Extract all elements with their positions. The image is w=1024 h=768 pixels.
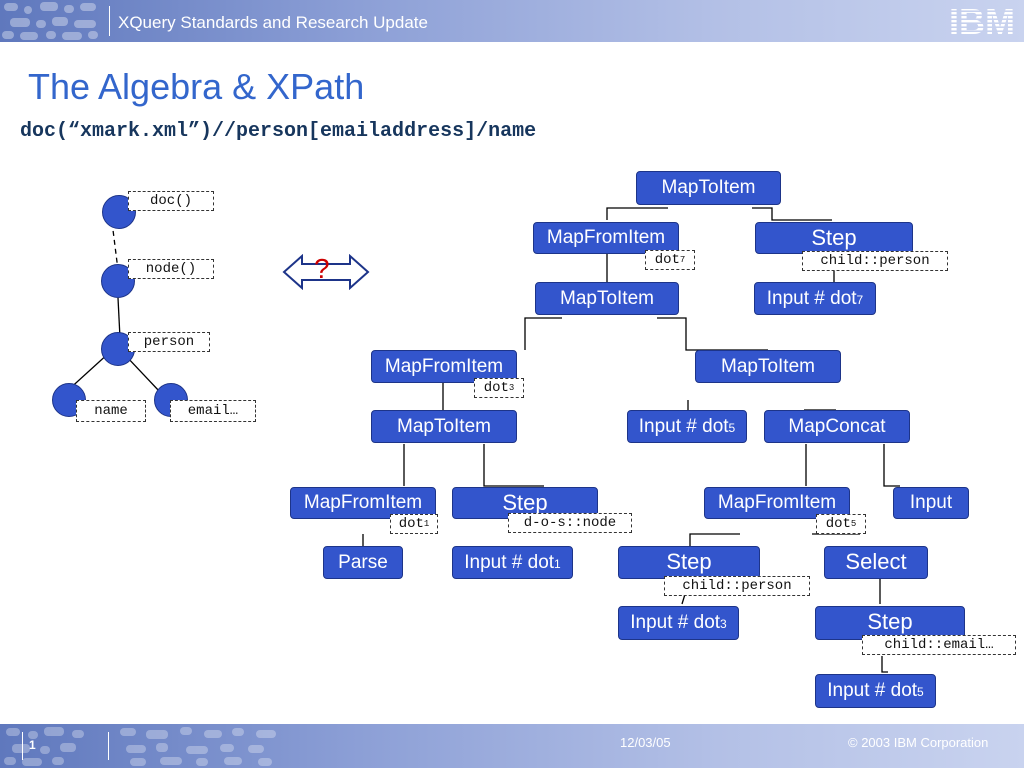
node-mapfromitem-2: MapFromItem: [371, 350, 517, 383]
header-bar: XQuery Standards and Research Update IBM: [0, 0, 1024, 42]
edge-step4-input5: [881, 656, 888, 673]
node-select: Select: [824, 546, 928, 579]
footer-divider-right: [108, 732, 109, 760]
edge-person-email: [125, 355, 161, 393]
node-maptoitem-2: MapToItem: [535, 282, 679, 315]
tag-person: person: [128, 332, 210, 352]
edge-mti2-right: [657, 317, 768, 351]
node-mapfromitem-1: MapFromItem: [533, 222, 679, 254]
node-parse: Parse: [323, 546, 403, 579]
node-step-4: Step: [815, 606, 965, 640]
tag-child-person-1: child::person: [802, 251, 948, 271]
footer-dot-pattern: [4, 727, 276, 766]
edge-mapconcat-right: [883, 444, 900, 487]
header-title: XQuery Standards and Research Update: [118, 13, 428, 32]
tag-child-person-2: child::person: [664, 576, 810, 596]
ibm-logo: IBM: [948, 1, 1016, 42]
edge-top-left: [606, 207, 668, 220]
header-dot-pattern: [2, 2, 98, 40]
edge-mti2-left: [524, 317, 562, 350]
node-mapfromitem-3: MapFromItem: [290, 487, 436, 519]
tag-email: email…: [170, 400, 256, 422]
tag-dos-node: d-o-s::node: [508, 513, 632, 533]
node-mapfromitem-4: MapFromItem: [704, 487, 850, 519]
footer-divider-left: [22, 732, 23, 760]
node-input: Input: [893, 487, 969, 519]
double-arrow-icon: [282, 254, 370, 290]
node-mapconcat: MapConcat: [764, 410, 910, 443]
footer-copyright: © 2003 IBM Corporation: [848, 735, 989, 750]
footer-date: 12/03/05: [620, 735, 671, 750]
question-mark: ?: [314, 253, 330, 284]
tag-name: name: [76, 400, 146, 422]
node-maptoitem-3: MapToItem: [371, 410, 517, 443]
node-maptoitem-4: MapToItem: [695, 350, 841, 383]
edge-mti3-right: [483, 444, 544, 487]
tag-child-email: child::email…: [862, 635, 1016, 655]
edge-top-right: [752, 207, 832, 221]
footer-bar: 1 12/03/05 © 2003 IBM Corporation: [0, 724, 1024, 768]
tag-doc: doc(): [128, 191, 214, 211]
node-maptoitem-top: MapToItem: [636, 171, 781, 205]
svg-text:IBM: IBM: [949, 4, 1015, 38]
node-step-3: Step: [618, 546, 760, 579]
edge-doc-node: [111, 221, 119, 271]
node-step-1: Step: [755, 222, 913, 254]
edge-node-person: [117, 297, 121, 339]
slide-subtitle: doc(“xmark.xml”)//person[emailaddress]/n…: [20, 120, 537, 143]
tag-node: node(): [128, 259, 214, 279]
header-divider: [109, 6, 110, 36]
slide-title: The Algebra & XPath: [28, 66, 365, 107]
footer-page-number: 1: [29, 738, 36, 752]
edge-mfi4-left: [689, 533, 740, 546]
